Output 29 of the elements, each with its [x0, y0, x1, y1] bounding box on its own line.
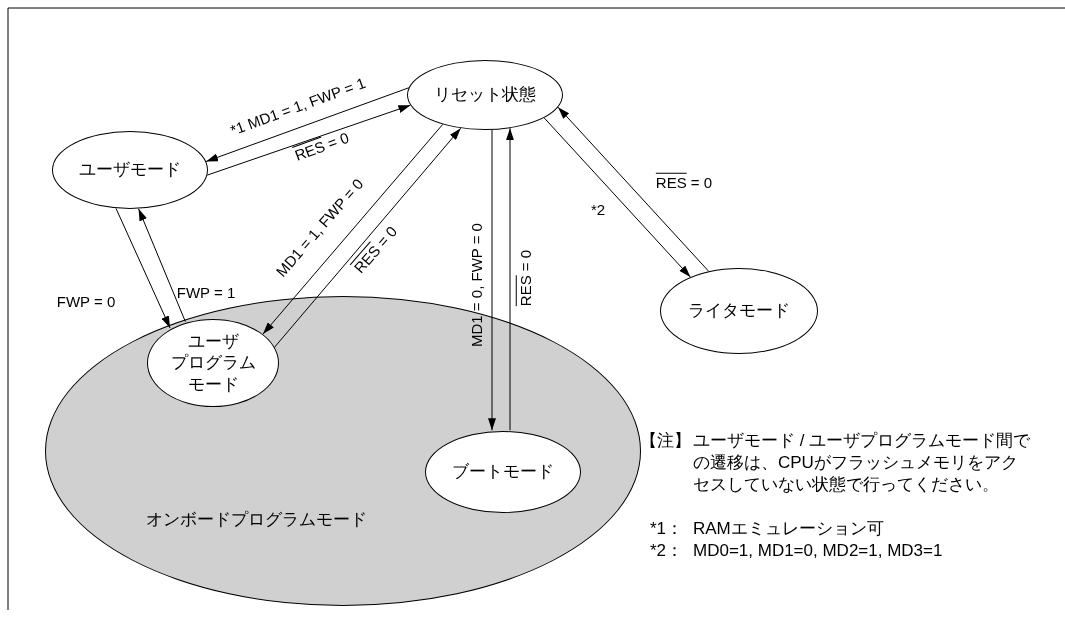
state-label: ユーザモード [79, 159, 181, 181]
edge-label: FWP = 1 [176, 284, 236, 302]
transition-arrow [138, 208, 186, 323]
edge-label: RES = 0 [517, 249, 535, 307]
edge-label: FWP = 0 [56, 293, 116, 311]
transition-arrow [262, 123, 444, 335]
transition-arrow [557, 106, 710, 272]
edge-label: RES = 0 [292, 129, 352, 165]
note-text: 【注】 [640, 430, 692, 452]
transition-arrow [543, 117, 691, 278]
transition-arrow [115, 207, 171, 329]
state-label: オンボードプログラムモード [146, 509, 367, 531]
note-text: *2： [650, 540, 685, 562]
note-text: *1： [650, 518, 685, 540]
edge-label: RES = 0 [655, 174, 713, 192]
edge-label: MD1 = 0, FWP = 0 [468, 223, 486, 347]
state-label: リセット状態 [434, 84, 536, 106]
transition-arrow [205, 87, 410, 162]
note-text: RAMエミュレーション可 [693, 518, 885, 540]
transition-arrow [506, 127, 514, 431]
note-text: ユーザモード / ユーザプログラムモード間での遷移は、CPUがフラッシュメモリをアクセスしていない状態で行ってください。 [693, 430, 1032, 496]
transition-arrow [273, 127, 462, 348]
state-label: ブートモード [452, 461, 554, 483]
note-text: MD0=1, MD1=0, MD2=1, MD3=1 [693, 540, 944, 562]
edge-label: *2 [590, 201, 606, 219]
transition-arrow [206, 104, 411, 176]
state-label: ライタモード [688, 300, 790, 322]
state-label: ユーザプログラムモード [169, 331, 257, 395]
transition-arrow [488, 129, 496, 431]
